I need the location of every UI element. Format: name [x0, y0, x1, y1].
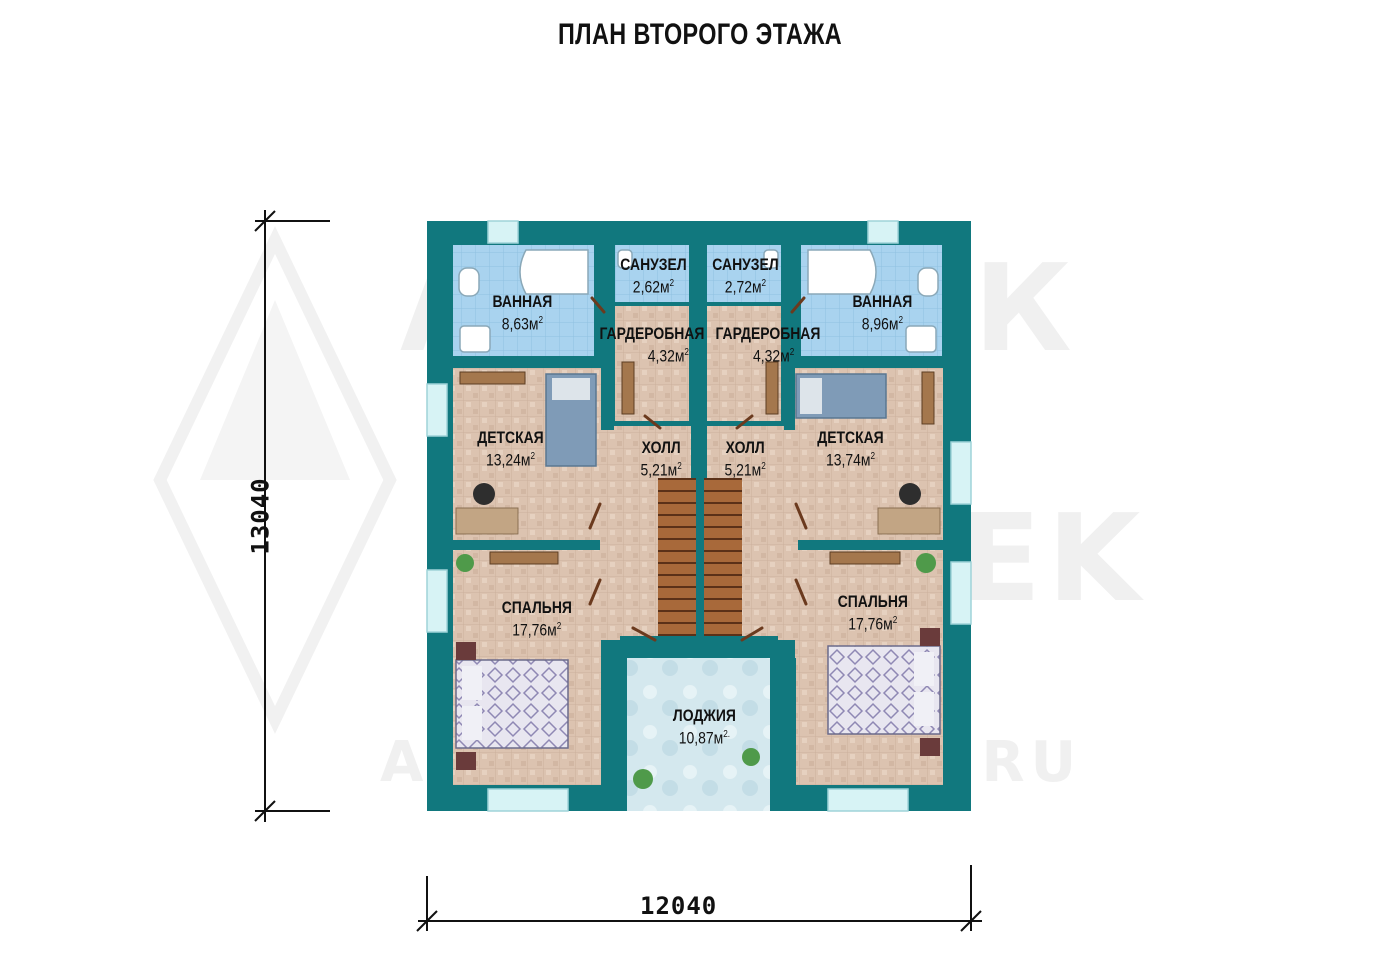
room-area: 2,72м2: [724, 277, 767, 297]
room-area: 17,76м2: [848, 614, 898, 634]
room-area: 4,32м2: [753, 346, 795, 366]
room-name: ВАННАЯ: [492, 292, 553, 311]
room-label-bath-right: ВАННАЯ 8,96м2: [853, 292, 913, 334]
room-label-wc-left: САНУЗЕЛ 2,62м2: [620, 255, 686, 297]
room-area: 17,76м2: [512, 620, 562, 640]
room-name: САНУЗЕЛ: [620, 255, 687, 274]
room-label-bed-left: СПАЛЬНЯ 17,76м2: [502, 598, 572, 640]
room-area: 2,62м2: [632, 277, 675, 297]
room-name: ДЕТСКАЯ: [817, 428, 884, 447]
room-area: 5,21м2: [724, 460, 766, 480]
room-label-bath-left: ВАННАЯ 8,63м2: [493, 292, 553, 334]
room-name: ГАРДЕРОБНАЯ: [715, 324, 821, 343]
room-area: 8,96м2: [861, 314, 904, 334]
room-area: 4,32м2: [647, 346, 689, 366]
room-label-hall-left: ХОЛЛ 5,21м2: [641, 438, 682, 480]
room-name: СПАЛЬНЯ: [837, 592, 908, 611]
room-name: ДЕТСКАЯ: [477, 428, 544, 447]
width-dimension-label: 12040: [640, 892, 718, 920]
room-name: ХОЛЛ: [725, 438, 765, 457]
plan-title: ПЛАН ВТОРОГО ЭТАЖА: [557, 18, 843, 51]
room-area: 13,24м2: [485, 450, 536, 470]
room-label-kids-right: ДЕТСКАЯ 13,74м2: [817, 428, 883, 470]
room-area: 13,74м2: [825, 450, 876, 470]
room-name: ЛОДЖИЯ: [672, 706, 736, 725]
room-area: 10,87м2.: [678, 728, 731, 748]
room-name: САНУЗЕЛ: [712, 255, 779, 274]
room-area: 8,63м2: [501, 314, 544, 334]
room-label-loggia: ЛОДЖИЯ 10,87м2.: [673, 706, 736, 748]
room-name: ГАРДЕРОБНАЯ: [599, 324, 705, 343]
room-label-hall-right: ХОЛЛ 5,21м2: [725, 438, 766, 480]
watermark-logo-icon: [153, 226, 397, 734]
room-name: СПАЛЬНЯ: [501, 598, 572, 617]
room-name: ВАННАЯ: [852, 292, 913, 311]
room-area: 5,21м2: [640, 460, 682, 480]
room-label-wardrobe-right: ГАРДЕРОБНАЯ 4,32м2: [716, 324, 821, 366]
room-label-bed-right: СПАЛЬНЯ 17,76м2: [838, 592, 908, 634]
room-label-wardrobe-left: ГАРДЕРОБНАЯ 4,32м2: [600, 324, 705, 366]
room-label-wc-right: САНУЗЕЛ 2,72м2: [712, 255, 778, 297]
room-label-kids-left: ДЕТСКАЯ 13,24м2: [477, 428, 543, 470]
height-dimension-label: 13040: [246, 477, 275, 555]
room-name: ХОЛЛ: [641, 438, 681, 457]
